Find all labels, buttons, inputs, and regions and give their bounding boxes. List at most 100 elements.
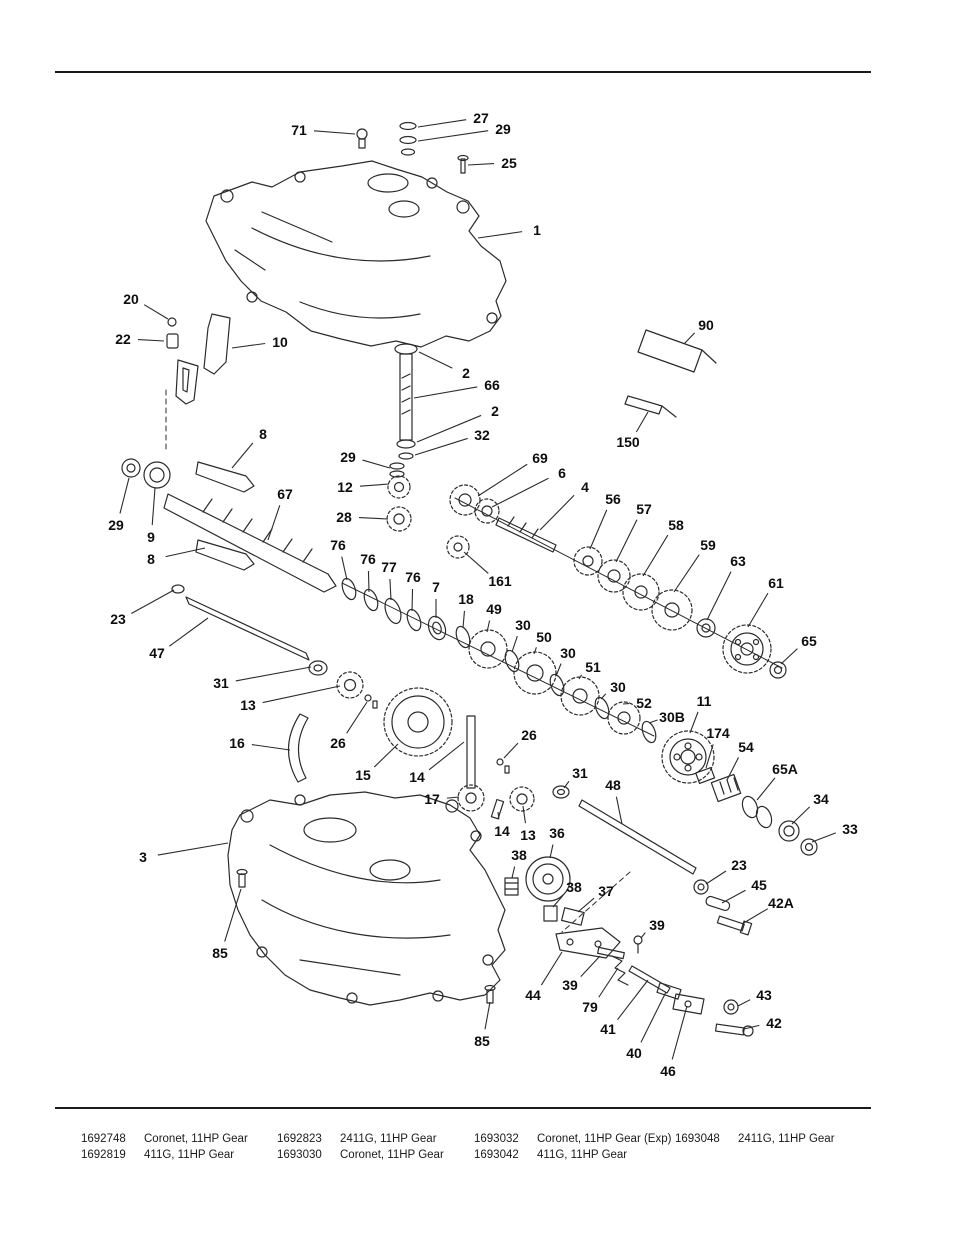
callout-label-25: 25 xyxy=(501,155,517,171)
callout-leader xyxy=(648,719,658,724)
footer-entry-empty xyxy=(675,1148,914,1162)
callout-leader xyxy=(367,570,370,593)
callout-label-32: 32 xyxy=(474,427,490,443)
callout-leader xyxy=(705,870,727,885)
callout-leader xyxy=(462,610,466,629)
callout-label-65: 65 xyxy=(801,633,817,649)
callout-leader xyxy=(389,578,392,601)
callout-label-76: 76 xyxy=(330,537,346,553)
callout-label-79: 79 xyxy=(582,999,598,1015)
callout-leader xyxy=(428,741,465,771)
part-number: 1693048 xyxy=(675,1133,720,1145)
callout-label-31: 31 xyxy=(213,675,229,691)
callout-leader xyxy=(552,894,564,908)
reduction-gear-set xyxy=(287,462,510,812)
callout-leader xyxy=(580,955,601,978)
brake-shaft xyxy=(171,584,310,661)
bottom-housing xyxy=(227,791,506,1006)
callout-leader xyxy=(642,534,669,577)
callout-label-30B: 30B xyxy=(659,709,685,725)
shift-levers xyxy=(195,461,255,571)
callout-leader xyxy=(549,844,554,859)
top-cover-hardware xyxy=(356,121,469,174)
housing-screws xyxy=(236,868,496,1004)
callout-leader xyxy=(251,744,291,751)
part-number: 1693032 xyxy=(474,1133,519,1145)
callout-label-76: 76 xyxy=(405,569,421,585)
callout-label-61: 61 xyxy=(768,575,784,591)
callout-label-29: 29 xyxy=(108,517,124,533)
callout-leader xyxy=(671,1005,688,1060)
callout-leader xyxy=(417,119,467,128)
callout-label-15: 15 xyxy=(355,767,371,783)
callout-leader xyxy=(737,999,751,1007)
part-description: Coronet, 11HP Gear xyxy=(144,1133,248,1145)
callout-label-13: 13 xyxy=(520,827,536,843)
callout-label-6: 6 xyxy=(558,465,566,481)
part-number: 1692823 xyxy=(277,1133,322,1145)
callout-label-85: 85 xyxy=(474,1033,490,1049)
top-housing xyxy=(205,160,507,348)
callout-label-45: 45 xyxy=(751,877,767,893)
callout-leader xyxy=(497,811,500,820)
callout-leader xyxy=(491,477,549,508)
callout-leader xyxy=(741,908,769,925)
callout-leader xyxy=(373,743,399,768)
countershaft-gear-cluster xyxy=(341,577,657,744)
callout-leader xyxy=(539,494,575,531)
callout-leader xyxy=(589,509,608,550)
callout-label-29: 29 xyxy=(340,449,356,465)
callout-label-43: 43 xyxy=(756,987,772,1003)
callout-label-56: 56 xyxy=(605,491,621,507)
callout-leader xyxy=(747,592,769,628)
callout-label-29: 29 xyxy=(495,121,511,137)
callout-label-59: 59 xyxy=(700,537,716,553)
callout-leader xyxy=(477,231,523,239)
callout-label-20: 20 xyxy=(123,291,139,307)
part-number: 1693030 xyxy=(277,1149,322,1161)
callout-leader xyxy=(358,516,389,520)
callout-leader xyxy=(267,505,281,541)
callout-label-2: 2 xyxy=(491,403,499,419)
callout-leader xyxy=(341,556,348,581)
callout-leader xyxy=(721,889,746,904)
part-number: 1692748 xyxy=(81,1133,126,1145)
callout-leader xyxy=(235,666,312,682)
callout-leader xyxy=(578,674,583,680)
callout-leader xyxy=(503,742,519,759)
callout-leader xyxy=(540,951,563,986)
callout-label-26: 26 xyxy=(521,727,537,743)
axle-pins xyxy=(693,879,753,936)
callout-leader xyxy=(417,130,489,142)
callout-label-48: 48 xyxy=(605,777,621,793)
callout-leader xyxy=(231,342,266,349)
callout-label-23: 23 xyxy=(731,857,747,873)
callout-label-30: 30 xyxy=(560,645,576,661)
callout-leader xyxy=(811,832,837,843)
callout-leader xyxy=(780,648,798,665)
callout-label-69: 69 xyxy=(532,450,548,466)
callout-leader xyxy=(577,897,595,913)
callout-label-1: 1 xyxy=(533,222,541,238)
callout-label-39: 39 xyxy=(562,977,578,993)
callout-label-50: 50 xyxy=(536,629,552,645)
callout-leader xyxy=(362,459,391,469)
callout-label-90: 90 xyxy=(698,317,714,333)
callout-label-34: 34 xyxy=(813,791,829,807)
callout-leader xyxy=(151,487,156,526)
callout-leader xyxy=(418,351,453,369)
callout-leader xyxy=(165,547,206,558)
callout-leader xyxy=(683,332,696,345)
part-description: 411G, 11HP Gear xyxy=(144,1149,235,1161)
callout-label-18: 18 xyxy=(458,591,474,607)
callout-leader xyxy=(467,163,495,166)
callout-label-150: 150 xyxy=(616,434,640,450)
brake-linkage xyxy=(555,871,754,1037)
callout-leader xyxy=(706,571,732,621)
callout-label-58: 58 xyxy=(668,517,684,533)
callout-leader xyxy=(555,663,562,677)
callout-leader xyxy=(640,991,667,1043)
callout-leader xyxy=(346,701,368,734)
callout-label-67: 67 xyxy=(277,486,293,502)
